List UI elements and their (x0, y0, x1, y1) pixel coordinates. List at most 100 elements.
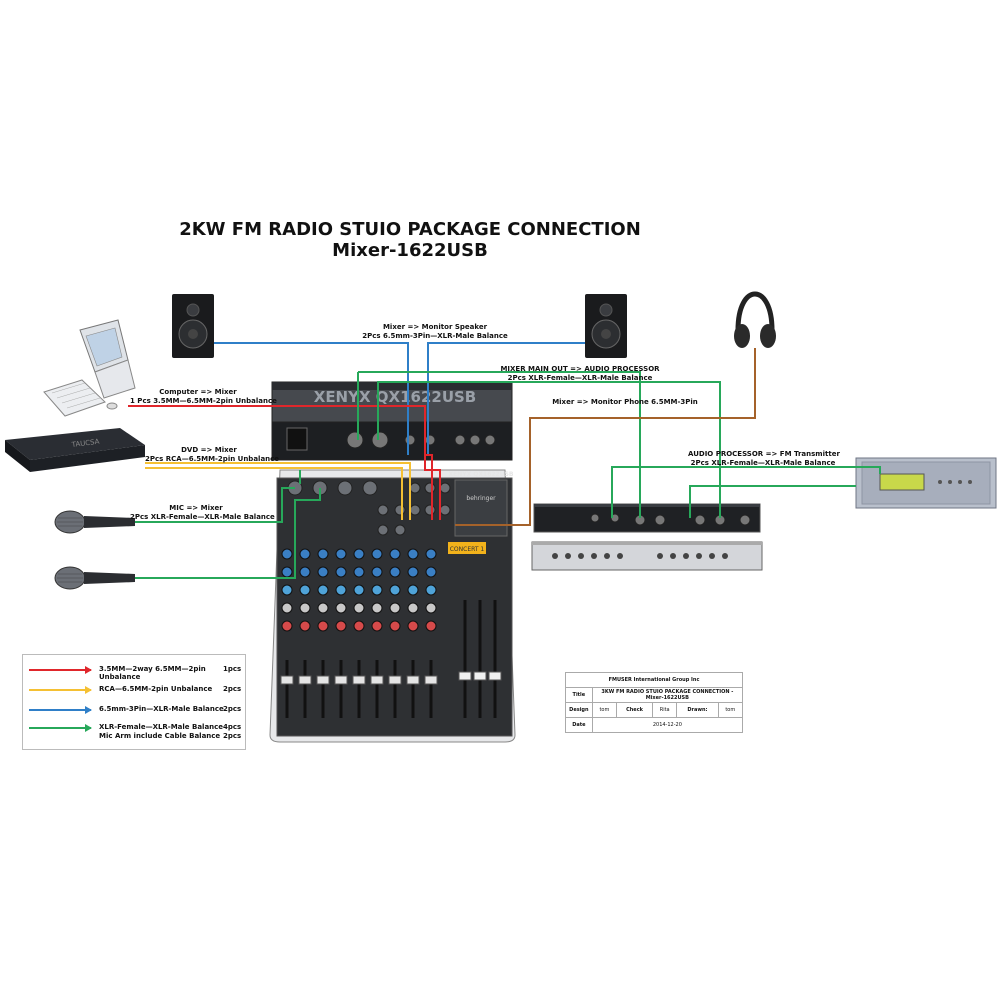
legend-qty-blue: 2pcs (223, 705, 242, 713)
tb-design-value: tom (591, 702, 618, 718)
mixer-fader-cap (406, 675, 420, 685)
label-computer-line2: 1 Pcs 3.5MM—6.5MM-2pin Unbalance (130, 397, 277, 405)
legend-qty-green-2: 2pcs (223, 732, 242, 740)
label-main-out-line1: MIXER MAIN OUT => AUDIO PROCESSOR (500, 365, 660, 373)
legend-arrow-yellow (85, 686, 92, 694)
legend-desc-green-2: Mic Arm include Cable Balance (99, 732, 221, 740)
mixer-main-fader-track (493, 600, 497, 718)
audio-processor-rear-icon (533, 503, 761, 533)
mixer-knob (353, 548, 365, 560)
label-processor-tx-line1: AUDIO PROCESSOR => FM Transmitter (688, 450, 840, 458)
mixer-main-fader-cap (458, 671, 472, 681)
legend-row-red: 3.5MM—2way 6.5MM—2pin Unbalance 1pcs (23, 665, 245, 685)
mixer-fader-cap (316, 675, 330, 685)
mixer-knob (299, 584, 311, 596)
mixer-knob (335, 548, 347, 560)
legend-arrow-red (85, 666, 92, 674)
legend-line-green (29, 727, 91, 729)
mixer-fader-track (375, 660, 379, 718)
fm-transmitter-icon (855, 457, 997, 509)
label-computer: Computer => Mixer 1 Pcs 3.5MM—6.5MM-2pin… (130, 388, 277, 406)
label-computer-line1: Computer => Mixer (159, 388, 237, 396)
mixer-knob (335, 584, 347, 596)
tb-drawn-value: tom (717, 702, 744, 718)
tb-title-label: Title (565, 687, 593, 703)
tb-date-value: 2014-12-20 (591, 717, 744, 733)
mixer-knob (407, 566, 419, 578)
mixer-knob (425, 584, 437, 596)
mixer-knob (299, 620, 311, 632)
label-mic-line1: MIC => Mixer (169, 504, 223, 512)
mixer-knob (335, 602, 347, 614)
cable-mic (135, 470, 321, 579)
mixer-knob (299, 548, 311, 560)
title-block: FMUSER International Group Inc Title 3KW… (565, 672, 744, 733)
mixer-knob (281, 602, 293, 614)
mixer-fader-track (285, 660, 289, 718)
mixer-knob (371, 584, 383, 596)
mixer-knob (389, 602, 401, 614)
mixer-knob (389, 548, 401, 560)
mixer-fader-track (303, 660, 307, 718)
mixer-knob (371, 566, 383, 578)
mixer-knob (353, 620, 365, 632)
mixer-knob (425, 566, 437, 578)
mixer-fader-cap (370, 675, 384, 685)
label-mic: MIC => Mixer 2Pcs XLR-Female—XLR-Male Ba… (130, 504, 275, 522)
legend-row-blue: 6.5mm-3Pin—XLR-Male Balance 2pcs (23, 705, 245, 725)
mixer-knob (389, 566, 401, 578)
tb-check-label: Check (616, 702, 653, 718)
dvd-player-icon: TAUCSA (5, 428, 145, 472)
tb-drawn-label: Drawn: (676, 702, 719, 718)
mixer-knob (353, 584, 365, 596)
mixer-knob (407, 602, 419, 614)
mixer-knob (353, 602, 365, 614)
legend-desc-yellow: RCA—6.5MM-2pin Unbalance (99, 685, 213, 693)
mixer-fader-track (357, 660, 361, 718)
legend-line-red (29, 669, 91, 671)
cable-computer (128, 405, 441, 520)
mixer-brand: behringer (466, 495, 496, 502)
mixer-channel-controls (280, 548, 502, 718)
mixer-knob (407, 584, 419, 596)
mixer-model-top: XENYX QX1622USB (449, 471, 514, 478)
mixer-knob (317, 584, 329, 596)
mixer-knob (389, 584, 401, 596)
legend-desc-red: 3.5MM—2way 6.5MM—2pin Unbalance (99, 665, 206, 681)
legend-qty-yellow: 2pcs (223, 685, 242, 693)
mixer-knob (299, 602, 311, 614)
tb-date-label: Date (565, 717, 593, 733)
mixer-knob (425, 548, 437, 560)
legend-qty-green: 4pcs (223, 723, 242, 731)
mixer-knob (353, 566, 365, 578)
mixer-fader-track (429, 660, 433, 718)
label-main-out-line2: 2Pcs XLR-Female—XLR-Male Balance (507, 374, 653, 382)
mixer-fader-cap (334, 675, 348, 685)
label-monitor-speaker: Mixer => Monitor Speaker 2Pcs 6.5mm-3Pin… (340, 323, 530, 341)
label-monitor-speaker-line2: 2Pcs 6.5mm-3Pin—XLR-Male Balance (362, 332, 508, 340)
microphone-1-icon (54, 510, 135, 534)
tb-company: FMUSER International Group Inc (565, 672, 743, 688)
mixer-knob (281, 566, 293, 578)
cable-legend: 3.5MM—2way 6.5MM—2pin Unbalance 1pcs RCA… (22, 654, 246, 750)
audio-processor-front-icon (531, 541, 763, 571)
legend-row-yellow: RCA—6.5MM-2pin Unbalance 2pcs (23, 685, 245, 705)
headphones-icon (734, 291, 776, 348)
mixer-knob (335, 566, 347, 578)
mixer-knob (371, 620, 383, 632)
mixer-knob (299, 566, 311, 578)
mixer-fader-cap (280, 675, 294, 685)
legend-row-green: XLR-Female—XLR-Male Balance 4pcs Mic Arm… (23, 723, 245, 747)
diagram-subtitle: Mixer-1622USB (332, 240, 488, 261)
mixer-knob (371, 602, 383, 614)
mixer-knob (281, 584, 293, 596)
label-main-out: MIXER MAIN OUT => AUDIO PROCESSOR 2Pcs X… (500, 365, 660, 383)
label-monitor-phone: Mixer => Monitor Phone 6.5MM-3Pin (545, 398, 705, 407)
label-monitor-speaker-line1: Mixer => Monitor Speaker (382, 323, 488, 331)
legend-desc-blue: 6.5mm-3Pin—XLR-Male Balance (99, 705, 224, 713)
legend-desc-green: XLR-Female—XLR-Male Balance (99, 723, 224, 731)
mixer-main-fader-track (478, 600, 482, 718)
mixer-knob (407, 620, 419, 632)
legend-line-yellow (29, 689, 91, 691)
mixer-fader-cap (388, 675, 402, 685)
